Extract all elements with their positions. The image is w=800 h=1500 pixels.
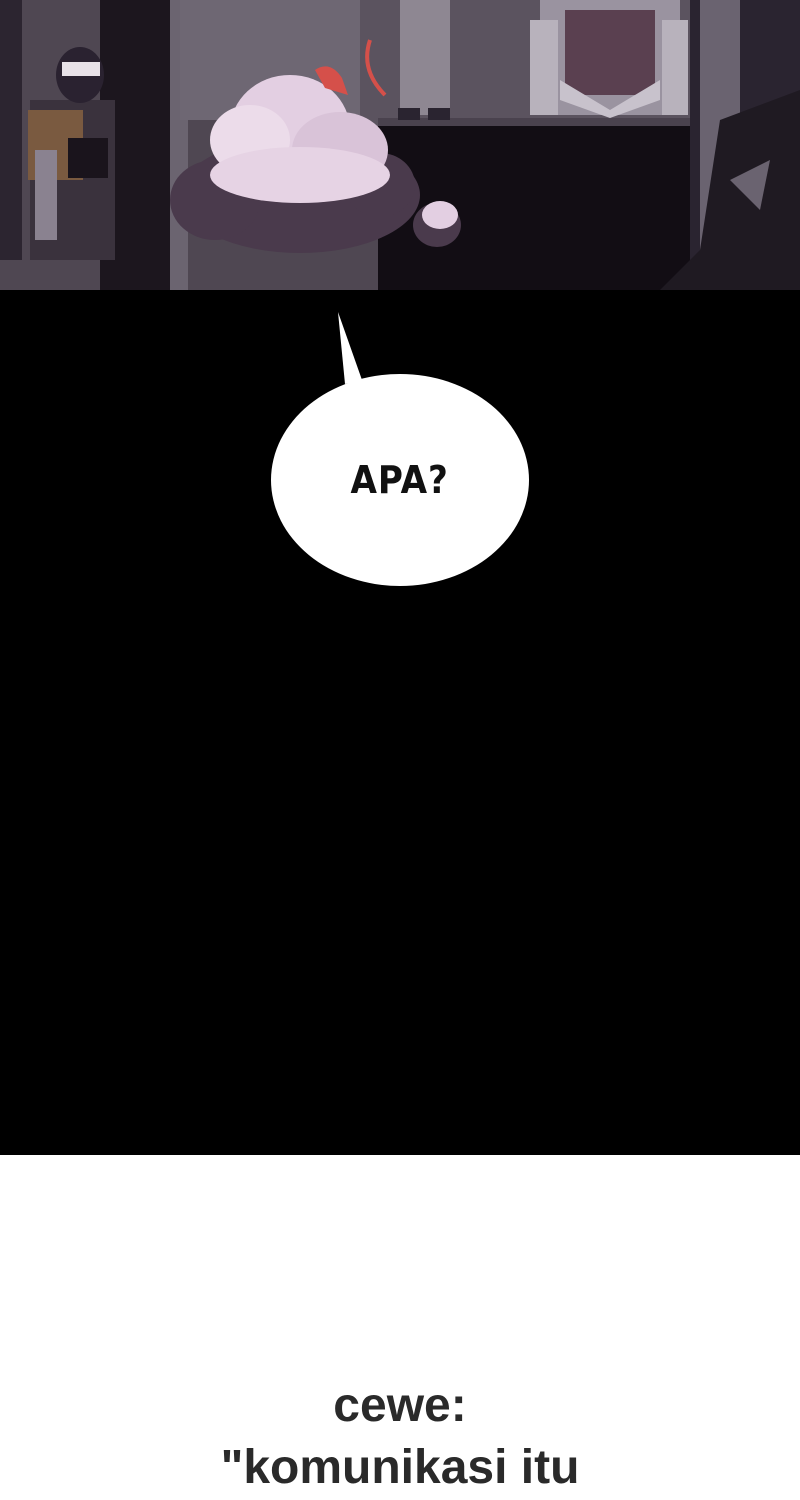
- caption-line-2: "komunikasi itu: [220, 1441, 580, 1494]
- comic-scene-panel: [0, 0, 800, 300]
- speech-bubble-text: APA?: [350, 458, 450, 502]
- scene-illustration: [0, 0, 800, 300]
- caption-text: cewe: "komunikasi itu: [0, 1375, 800, 1499]
- speech-bubble: APA?: [271, 374, 529, 586]
- caption-line-1: cewe:: [333, 1379, 467, 1432]
